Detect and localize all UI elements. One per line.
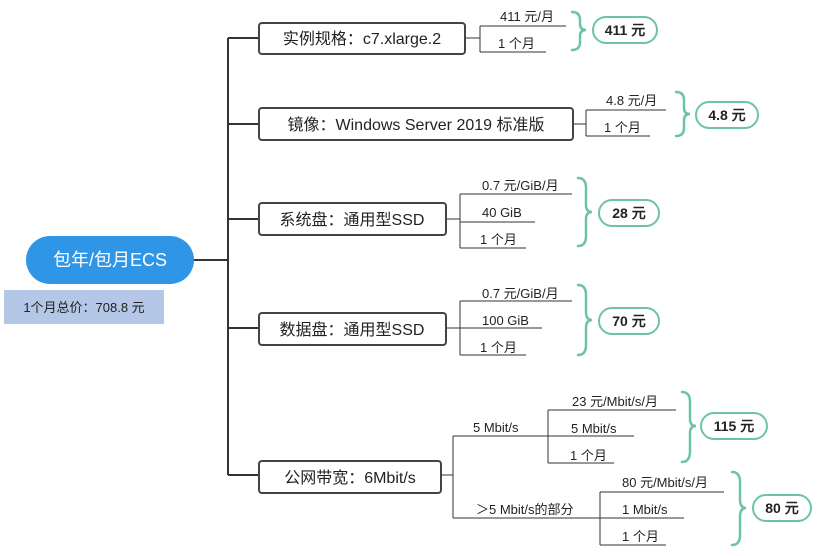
result-label: 70 元 bbox=[612, 313, 645, 329]
result-label: 80 元 bbox=[765, 500, 798, 516]
result-label: 411 元 bbox=[605, 22, 645, 38]
tier-label: ＞5 Mbit/s的部分 bbox=[476, 502, 574, 517]
brace-2 bbox=[674, 90, 691, 138]
result-label: 4.8 元 bbox=[708, 107, 745, 123]
item-box-instance bbox=[258, 22, 466, 55]
result-pills bbox=[592, 16, 812, 522]
factor-label: 0.7 元/GiB/月 bbox=[482, 178, 559, 193]
factor-label: 23 元/Mbit/s/月 bbox=[572, 394, 658, 409]
total-box bbox=[4, 290, 164, 324]
result-pill-image bbox=[695, 101, 759, 129]
factor-label: 5 Mbit/s bbox=[571, 421, 617, 436]
braces bbox=[570, 10, 747, 547]
result-pill-system-disk bbox=[598, 199, 660, 227]
factor-label: 40 GiB bbox=[482, 205, 522, 220]
factor-label: 1 Mbit/s bbox=[622, 502, 668, 517]
factor-label: 100 GiB bbox=[482, 313, 529, 328]
result-pill-bandwidth-tier1 bbox=[700, 412, 768, 440]
factor-label: 1 个月 bbox=[604, 120, 641, 135]
factor-label: 1 个月 bbox=[570, 448, 607, 463]
item-label-image: 镜像：Windows Server 2019 标准版 bbox=[288, 115, 545, 134]
item-box-data-disk bbox=[258, 312, 447, 346]
brace-4 bbox=[576, 283, 593, 357]
factor-label: 1 个月 bbox=[622, 529, 659, 544]
result-label: 28 元 bbox=[612, 205, 645, 221]
result-label: 115 元 bbox=[714, 418, 754, 434]
result-pill-instance bbox=[592, 16, 658, 44]
item-boxes bbox=[258, 22, 574, 494]
root-node bbox=[26, 236, 194, 284]
item-label-bandwidth: 公网带宽：6Mbit/s bbox=[284, 469, 416, 487]
item-box-image bbox=[258, 107, 574, 141]
factor-label: 1 个月 bbox=[480, 340, 517, 355]
item-label-instance: 实例规格：c7.xlarge.2 bbox=[283, 30, 441, 48]
connector-lines bbox=[192, 37, 258, 476]
item-label-data-disk: 数据盘：通用型SSD bbox=[280, 320, 425, 339]
factor-label: 4.8 元/月 bbox=[606, 93, 657, 108]
root-label: 包年/包月ECS bbox=[53, 250, 167, 270]
factor-lines bbox=[441, 25, 724, 546]
item-box-system-disk bbox=[258, 202, 447, 236]
brace-1 bbox=[570, 10, 587, 52]
brace-5 bbox=[680, 390, 697, 464]
brace-3 bbox=[576, 176, 593, 248]
factor-label: 1 个月 bbox=[498, 36, 535, 51]
item-box-bandwidth bbox=[258, 460, 442, 494]
factor-label: 0.7 元/GiB/月 bbox=[482, 286, 559, 301]
result-pill-data-disk bbox=[598, 307, 660, 335]
result-pill-bandwidth-tier2 bbox=[752, 494, 812, 522]
factor-labels: 411 元/月 1 个月 4.8 元/月 1 个月 0.7 元/GiB/月 40… bbox=[473, 9, 708, 544]
total-label: 1个月总价：708.8 元 bbox=[23, 300, 144, 315]
factor-label: 411 元/月 bbox=[500, 9, 554, 24]
brace-6 bbox=[730, 470, 747, 547]
item-label-system-disk: 系统盘：通用型SSD bbox=[280, 210, 425, 229]
factor-label: 80 元/Mbit/s/月 bbox=[622, 475, 708, 490]
factor-label: 1 个月 bbox=[480, 232, 517, 247]
tier-label: 5 Mbit/s bbox=[473, 420, 519, 435]
